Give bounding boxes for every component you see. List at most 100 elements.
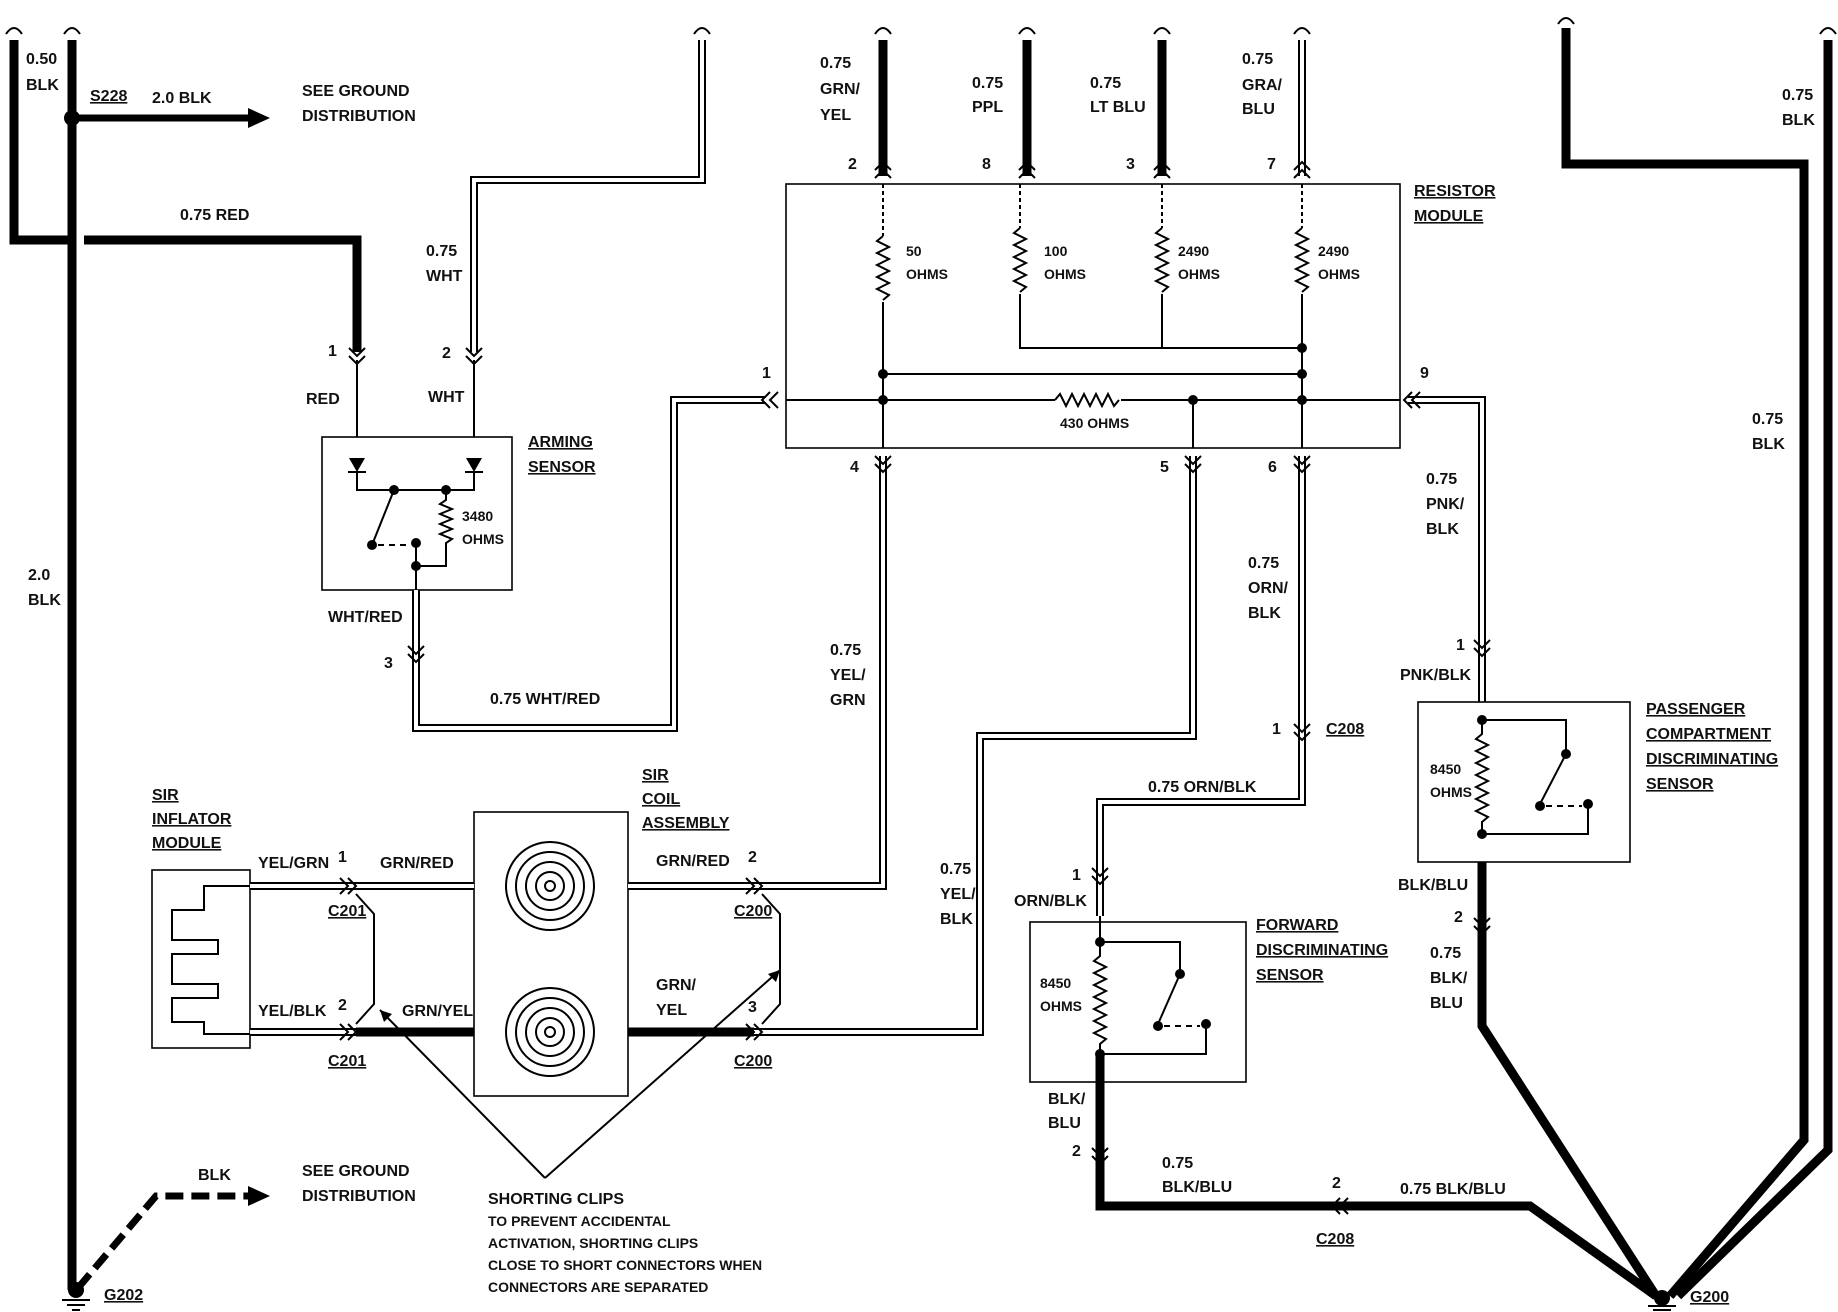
- top-wire-1-color2: YEL: [820, 107, 851, 124]
- coil-pin3-right: 3: [748, 999, 757, 1016]
- top-wire-2-color1: PPL: [972, 99, 1003, 116]
- res-pin9: 9: [1420, 365, 1429, 382]
- yelblk-size: 0.75: [940, 861, 971, 878]
- passenger-title-4: SENSOR: [1646, 776, 1714, 793]
- yelblk-c2: BLK: [940, 911, 973, 928]
- top-wire-1-color1: GRN/: [820, 81, 861, 98]
- arming-title-2: SENSOR: [528, 459, 596, 476]
- resistor-output-wires: [754, 391, 1491, 1036]
- arming-res-value: 3480: [462, 508, 493, 524]
- forward-pin: 2: [1072, 1143, 1081, 1160]
- forward-out-1: BLK/: [1048, 1091, 1086, 1108]
- g202-label: G202: [104, 1287, 143, 1304]
- coil-upper: [505, 841, 595, 931]
- arming-out-label: WHT/RED: [328, 609, 403, 626]
- ornblk-mid: 0.75 ORN/BLK: [1148, 779, 1257, 796]
- left-feed-wires: [9, 40, 362, 1290]
- coil-grnyel-right-2: YEL: [656, 1002, 687, 1019]
- pnkblk-c1: PNK/: [1426, 496, 1465, 513]
- coil-grnred-right: GRN/RED: [656, 853, 730, 870]
- red-wire-label: 0.75 RED: [180, 207, 249, 224]
- shorting-line-4: CONNECTORS ARE SEPARATED: [488, 1279, 708, 1295]
- sir-coil-assembly: [250, 811, 781, 1097]
- passenger-compartment-sensor: [1417, 701, 1660, 1299]
- arming-wht-label: WHT: [428, 389, 465, 406]
- coil-pin2-right: 2: [748, 849, 757, 866]
- shorting-line-3: CLOSE TO SHORT CONNECTORS WHEN: [488, 1257, 762, 1273]
- g202-ground: [62, 1186, 270, 1311]
- top-wire-1-pin: 2: [848, 156, 857, 173]
- right-blk-size-2: 0.75: [1752, 411, 1783, 428]
- res-100-unit: OHMS: [1044, 266, 1086, 282]
- right-blk-color-2: BLK: [1752, 436, 1785, 453]
- g200-label: G200: [1690, 1289, 1729, 1306]
- res-pin4: 4: [850, 459, 859, 476]
- see-ground-label-1: SEE GROUND: [302, 83, 410, 100]
- top-wire-3-pin: 3: [1126, 156, 1135, 173]
- pnkblk-c2: BLK: [1426, 521, 1459, 538]
- arming-pin2: 2: [442, 345, 451, 362]
- c208-pin: 2: [1332, 1175, 1341, 1192]
- main-size-label: 2.0: [28, 567, 50, 584]
- g202-see-ground-2: DISTRIBUTION: [302, 1188, 416, 1205]
- yelblk-c1: YEL/: [940, 886, 976, 903]
- coil-grnyel-right-1: GRN/: [656, 977, 697, 994]
- passenger-out: BLK/BLU: [1398, 877, 1468, 894]
- forward-wire-color: BLK/BLU: [1162, 1179, 1232, 1196]
- ornblk-c2: BLK: [1248, 605, 1281, 622]
- arming-pin3: 3: [384, 655, 393, 672]
- passenger-title-3: DISCRIMINATING: [1646, 751, 1778, 768]
- shorting-title: SHORTING CLIPS: [488, 1191, 624, 1208]
- c208-label: C208: [1316, 1231, 1354, 1248]
- arming-title-1: ARMING: [528, 434, 593, 451]
- top-wire-3-size: 0.75: [1090, 75, 1121, 92]
- top-wire-2-pin: 8: [982, 156, 991, 173]
- arming-wht-color: WHT: [426, 268, 463, 285]
- arming-sensor: [321, 40, 766, 732]
- forward-out-2: BLU: [1048, 1115, 1081, 1132]
- inflator-pin1: 1: [338, 849, 347, 866]
- passenger-wire-size: 0.75: [1430, 945, 1461, 962]
- top-wire-4-pin: 7: [1267, 156, 1276, 173]
- shorting-line-1: TO PREVENT ACCIDENTAL: [488, 1213, 671, 1229]
- res-50-value: 50: [906, 243, 922, 259]
- passenger-res-unit: OHMS: [1430, 784, 1472, 800]
- forward-wire-size: 0.75: [1162, 1155, 1193, 1172]
- res-pin6: 6: [1268, 459, 1277, 476]
- conn-c200-lower: C200: [734, 1053, 772, 1070]
- yelgrn-c2: GRN: [830, 692, 866, 709]
- shorting-line-2: ACTIVATION, SHORTING CLIPS: [488, 1235, 698, 1251]
- coil-title-3: ASSEMBLY: [642, 815, 730, 832]
- res-430-label: 430 OHMS: [1060, 415, 1129, 431]
- res-2490a-unit: OHMS: [1178, 266, 1220, 282]
- forward-res-unit: OHMS: [1040, 998, 1082, 1014]
- inflator-yelgrn: YEL/GRN: [258, 855, 329, 872]
- res-pin5: 5: [1160, 459, 1169, 476]
- passenger-title-2: COMPARTMENT: [1646, 726, 1771, 743]
- passenger-pin: 2: [1454, 909, 1463, 926]
- inflator-title-1: SIR: [152, 787, 179, 804]
- forward-right-wire: 0.75 BLK/BLU: [1400, 1181, 1506, 1198]
- splice-s228-label: S228: [90, 88, 127, 105]
- ornblk-low: ORN/BLK: [1014, 893, 1087, 910]
- shorting-clips-callout: [379, 969, 781, 1179]
- arming-wht-size: 0.75: [426, 243, 457, 260]
- pnkblk-size: 0.75: [1426, 471, 1457, 488]
- main-color-label: BLK: [28, 592, 61, 609]
- ornblk-lowpin: 1: [1072, 867, 1081, 884]
- sir-inflator-module: [151, 869, 251, 1049]
- top-wire-4-size: 0.75: [1242, 51, 1273, 68]
- coil-title-2: COIL: [642, 791, 680, 808]
- top-wire-2-size: 0.75: [972, 75, 1003, 92]
- arming-out-wire: 0.75 WHT/RED: [490, 691, 600, 708]
- passenger-wire-c2: BLU: [1430, 995, 1463, 1012]
- forward-discriminating-sensor: [1029, 916, 1659, 1300]
- yelgrn-c1: YEL/: [830, 667, 866, 684]
- top-wire-1-size: 0.75: [820, 55, 851, 72]
- res-pin1: 1: [762, 365, 771, 382]
- arming-red-label: RED: [306, 391, 340, 408]
- passenger-res-value: 8450: [1430, 761, 1461, 777]
- inflator-yelblk: YEL/BLK: [258, 1003, 327, 1020]
- forward-title-1: FORWARD: [1256, 917, 1338, 934]
